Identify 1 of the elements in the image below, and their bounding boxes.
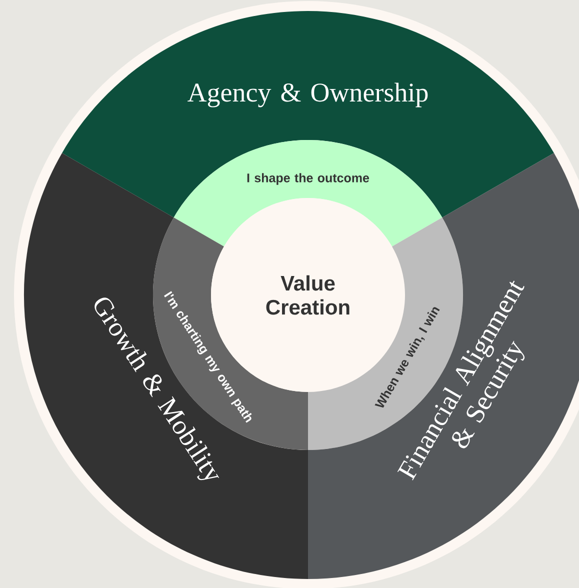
inner-segment: I shape the outcome <box>174 140 442 246</box>
